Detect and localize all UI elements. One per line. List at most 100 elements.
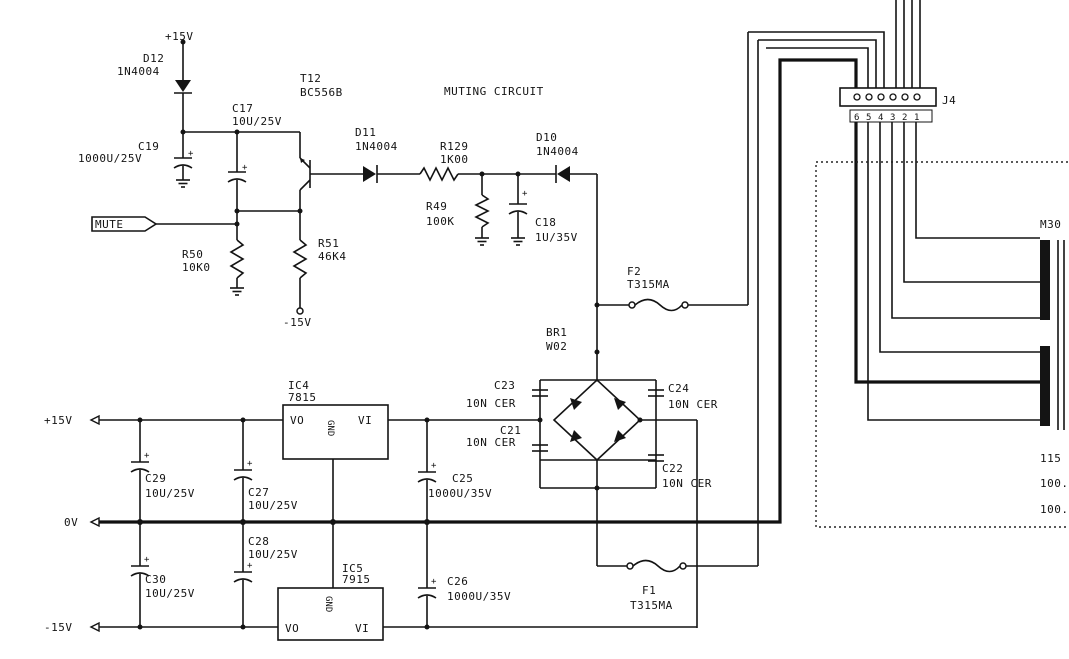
r50-value: 10K0 [182, 261, 211, 274]
m30-label-2: 100. [1040, 477, 1069, 490]
m30-label-1: 115 [1040, 452, 1061, 465]
br1-value: W02 [546, 340, 567, 353]
c29-polarity: + [144, 451, 150, 461]
plus15-top-label: +15V [165, 30, 194, 43]
c26-polarity: + [431, 577, 437, 587]
ic5-vo: VO [285, 622, 299, 635]
c27-value: 10U/25V [248, 499, 298, 512]
ic5-gnd: GND [323, 596, 333, 612]
c18-value: 1U/35V [535, 231, 578, 244]
r49-value: 100K [426, 215, 455, 228]
r51-resistor: -15V R51 46K4 [283, 211, 346, 329]
ic4-value: 7815 [288, 391, 317, 404]
d10-ref: D10 [536, 131, 557, 144]
c17-value: 10U/25V [232, 115, 282, 128]
c22-capacitor: C22 10N CER [648, 454, 712, 490]
mute-label: MUTE [95, 218, 124, 231]
j4-pin-2: 2 [902, 113, 907, 123]
ic5-ref: IC5 [342, 562, 363, 575]
j4-pin-1: 1 [914, 113, 919, 123]
t12-ref: T12 [300, 72, 321, 85]
r50-ref: R50 [182, 248, 203, 261]
j4-connector: J4 6 5 4 3 2 1 [839, 87, 956, 123]
c18-ref: C18 [535, 216, 556, 229]
m30-ref: M30 [1040, 218, 1061, 231]
t12-value: BC556B [300, 86, 343, 99]
m30-transformer: M30 115 100. 100. [1040, 218, 1069, 516]
r49-ref: R49 [426, 200, 447, 213]
c18-capacitor: + C18 1U/35V [508, 174, 578, 246]
c23-capacitor: C23 10N CER [466, 379, 548, 410]
mute-input: MUTE [91, 216, 240, 232]
c21-value: 10N CER [466, 436, 516, 449]
c24-value: 10N CER [668, 398, 718, 411]
d10-diode: D10 1N4004 [536, 131, 598, 305]
d11-diode: D11 1N4004 [355, 126, 420, 183]
d11-value: 1N4004 [355, 140, 398, 153]
d12-diode-group: +15V D12 1N4004 [117, 30, 194, 132]
ic5-value: 7915 [342, 573, 371, 586]
f2-ref: F2 [627, 265, 641, 278]
c28-capacitor: + C28 10U/25V [233, 522, 298, 627]
c21-ref: C21 [500, 424, 521, 437]
c25-value: 1000U/35V [428, 487, 492, 500]
f1-value: T315MA [630, 599, 673, 612]
r49-resistor: R49 100K [426, 174, 490, 246]
c28-ref: C28 [248, 535, 269, 548]
j4-pin-5: 5 [866, 113, 871, 123]
c29-capacitor: + C29 10U/25V [130, 420, 194, 522]
j4-pin-4: 4 [878, 113, 883, 123]
c30-polarity: + [144, 555, 150, 565]
ic4-vo: VO [290, 414, 304, 427]
c19-capacitor: + C19 1000U/25V [78, 132, 194, 188]
transformer-enclosure [815, 161, 1069, 528]
c19-polarity: + [188, 149, 194, 159]
d12-diode-symbol [175, 80, 191, 92]
c19-value: 1000U/25V [78, 152, 142, 165]
c17-capacitor: + C17 10U/25V [227, 102, 282, 211]
c30-capacitor: + C30 10U/25V [130, 522, 194, 627]
d12-ref: D12 [143, 52, 164, 65]
c27-polarity: + [247, 459, 253, 469]
d10-value: 1N4004 [536, 145, 579, 158]
br1-ref: BR1 [546, 326, 567, 339]
f1-ref: F1 [642, 584, 656, 597]
r129-resistor: R129 1K00 [419, 140, 556, 182]
c25-capacitor: + C25 1000U/35V [417, 420, 492, 522]
ic5-regulator: VO VI GND IC5 7915 [277, 562, 384, 641]
c22-value: 10N CER [662, 477, 712, 490]
plus15-rail: +15V [44, 414, 540, 427]
c23-ref: C23 [494, 379, 515, 392]
m30-label-3: 100. [1040, 503, 1069, 516]
c30-ref: C30 [145, 573, 166, 586]
c25-ref: C25 [452, 472, 473, 485]
c23-value: 10N CER [466, 397, 516, 410]
c27-ref: C27 [248, 486, 269, 499]
zero-volt-rail: 0V [64, 516, 770, 529]
j4-pin-6: 6 [854, 113, 859, 123]
c19-ref: C19 [138, 140, 159, 153]
plus15-label: +15V [44, 414, 73, 427]
c28-value: 10U/25V [248, 548, 298, 561]
c17-ref: C17 [232, 102, 253, 115]
c18-polarity: + [522, 189, 528, 199]
minus15-mid-label: -15V [283, 316, 312, 329]
zero-volt-label: 0V [64, 516, 78, 529]
c29-ref: C29 [145, 472, 166, 485]
c22-ref: C22 [662, 462, 683, 475]
c25-polarity: + [431, 461, 437, 471]
c21-capacitor: C21 10N CER [466, 424, 548, 452]
c26-capacitor: + C26 1000U/35V [417, 522, 511, 627]
minus15-label: -15V [44, 621, 73, 634]
c28-polarity: + [247, 561, 253, 571]
f2-fuse: F2 T315MA [594, 32, 749, 312]
transformer-wiring [854, 122, 1040, 421]
c26-value: 1000U/35V [447, 590, 511, 603]
d12-value: 1N4004 [117, 65, 160, 78]
ic5-vi: VI [355, 622, 369, 635]
ic4-gnd: GND [325, 420, 335, 436]
r50-resistor: R50 10K0 [182, 211, 245, 296]
t12-transistor: T12 BC556B [299, 72, 372, 211]
j4-pin-3: 3 [890, 113, 895, 123]
